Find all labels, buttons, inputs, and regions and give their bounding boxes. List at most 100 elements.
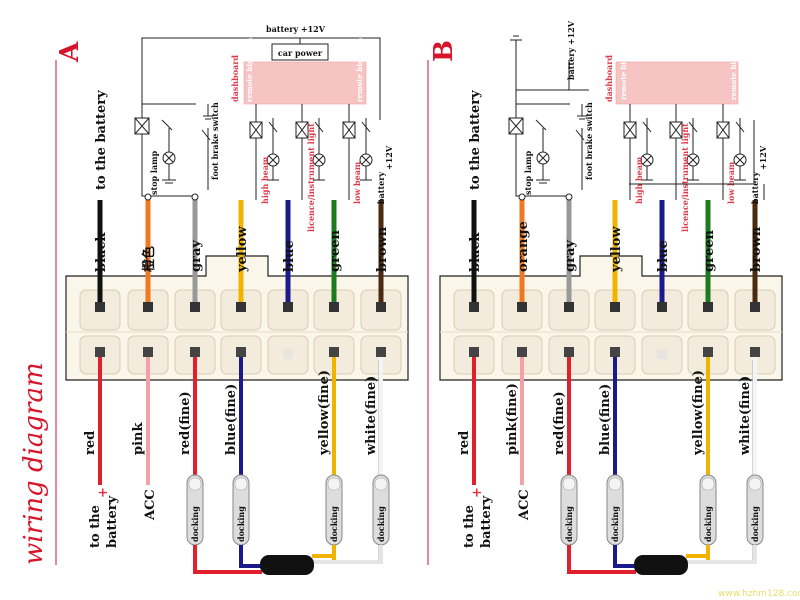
docking-cap — [562, 477, 576, 491]
bottom-wire-label-5: yellow(fine) — [691, 370, 706, 456]
pin-terminal-bottom — [329, 347, 339, 357]
pin-terminal-top — [143, 302, 153, 312]
foot-brake-switch — [201, 129, 211, 141]
top-wire-label-2: gray — [189, 240, 204, 272]
remote-switch-label-2: remote high beam switch — [355, 3, 364, 102]
battery-word-label: battery — [105, 495, 120, 548]
top-wire-label-1: 橙色 — [141, 246, 157, 272]
to-battery-label: to the battery — [468, 90, 483, 190]
acc-label: ACC — [143, 489, 158, 521]
pin-terminal-bottom — [469, 347, 479, 357]
pin-terminal-top — [750, 302, 760, 312]
pin-terminal-bottom — [517, 347, 527, 357]
bottom-wire-label-1: pink(fine) — [505, 383, 520, 455]
pin-terminal-top — [95, 302, 105, 312]
bottom-wire-label-6: white(fine) — [364, 376, 379, 456]
to-the-label: to the — [462, 505, 477, 548]
bottom-wire-label-0: red — [457, 431, 472, 455]
docking-label: docking — [236, 506, 246, 542]
lamp-switch-1 — [314, 121, 324, 133]
lamp-cross-1 — [688, 155, 698, 165]
docking-label: docking — [703, 506, 713, 542]
pin-terminal-top — [564, 302, 574, 312]
pin-terminal-bottom — [703, 347, 713, 357]
pin-terminal-top — [517, 302, 527, 312]
lamp-switch-0 — [642, 121, 652, 133]
stop-lamp-label: stop lamp — [523, 150, 533, 195]
high-beam-label: high beam — [260, 156, 270, 204]
high-beam-label: high beam — [634, 156, 644, 204]
pin-terminal-top — [610, 302, 620, 312]
harness-red — [567, 545, 636, 574]
top-wire-label-0: black — [468, 232, 483, 272]
docking-cap — [701, 477, 715, 491]
lamp-wiring-0 — [255, 104, 279, 200]
main-power-line — [141, 37, 381, 120]
relay-cross-0 — [623, 121, 637, 139]
docking-cap — [374, 477, 388, 491]
top-wire-label-1: orange — [516, 221, 531, 272]
pin-terminal-top — [190, 302, 200, 312]
relay-cross-2 — [342, 121, 356, 139]
relay-cross — [508, 117, 524, 135]
acc-label: ACC — [517, 489, 532, 521]
lamp-cross — [164, 153, 174, 163]
docking-label: docking — [564, 506, 574, 542]
relay-cross-2 — [716, 121, 730, 139]
bottom-wire-label-2: red(fine) — [552, 391, 567, 455]
harness-blue — [613, 545, 636, 568]
pin-terminal-top — [329, 302, 339, 312]
to-the-label: to the — [88, 505, 103, 548]
car-power-box — [271, 43, 329, 61]
low-beam-label: low beam — [352, 161, 362, 204]
pin-empty — [283, 349, 293, 359]
bottom-wire-label-5: yellow(fine) — [317, 370, 332, 456]
pin-terminal-top — [236, 302, 246, 312]
pin-terminal-bottom — [95, 347, 105, 357]
relay-cross — [134, 117, 150, 135]
foot-brake-label: foot brake switch — [584, 102, 594, 180]
docking-cap — [234, 477, 248, 491]
ground-line-b — [629, 120, 765, 200]
docking-label: docking — [750, 506, 760, 542]
to-battery-label: to the battery — [94, 90, 109, 190]
diagram-a-label: A — [55, 41, 85, 63]
harness-white — [686, 545, 757, 564]
harness-white — [312, 545, 383, 564]
pin-terminal-top — [703, 302, 713, 312]
diagram-title: wiring diagram — [19, 362, 49, 565]
pin-terminal-top — [657, 302, 667, 312]
stop-switch — [535, 119, 547, 131]
battery-word-label: battery — [479, 495, 494, 548]
dashboard-label: dashboard — [230, 55, 240, 102]
main-power-line-b — [510, 35, 589, 104]
top-wire-label-5: green — [328, 230, 343, 272]
lamp-wiring-1 — [675, 104, 699, 200]
receiver-label: receiver — [269, 561, 306, 571]
watermark: www.hzhm128.com — [718, 589, 800, 599]
plus-sign: + — [470, 487, 485, 498]
lamp-switch-2 — [361, 121, 371, 133]
docking-cap — [748, 477, 762, 491]
lamp-cross-2 — [361, 155, 371, 165]
foot-brake-wiring — [203, 104, 213, 190]
licence-light-label: licence/instrument light — [680, 123, 690, 232]
lamp-switch-1 — [688, 121, 698, 133]
battery-12v-label: battery +12V — [566, 20, 576, 80]
dashboard-panel — [615, 61, 739, 105]
docking-label: docking — [190, 506, 200, 542]
battery-12v-label: battery +12V — [266, 24, 326, 34]
junction-orange — [144, 193, 152, 201]
lamp-switch-0 — [268, 121, 278, 133]
bottom-wire-label-3: blue(fine) — [224, 384, 239, 455]
relay-cross-1 — [295, 121, 309, 139]
lamp-cross-2 — [735, 155, 745, 165]
lamp-cross — [538, 153, 548, 163]
harness-blue — [239, 545, 262, 568]
lamp-wiring-2 — [348, 104, 372, 200]
pin-terminal-top — [469, 302, 479, 312]
stop-switch — [161, 119, 173, 131]
docking-cap — [608, 477, 622, 491]
